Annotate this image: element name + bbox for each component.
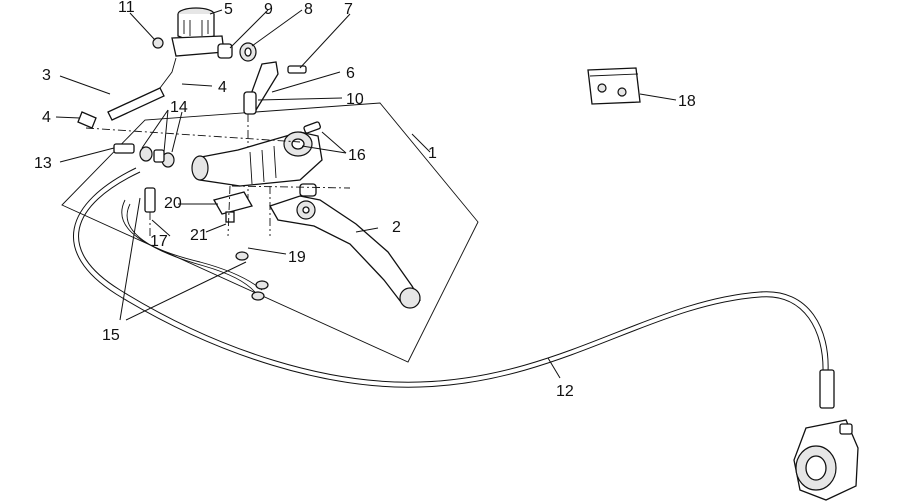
callout-8: 8 (304, 1, 313, 18)
clutch-lever (227, 183, 421, 309)
callout-13: 13 (34, 155, 52, 172)
callout-6: 6 (346, 65, 355, 82)
clutch-hose (73, 167, 829, 388)
leader-lines (55, 9, 677, 379)
callout-2: 2 (392, 219, 401, 236)
callout-4-upper: 4 (218, 79, 227, 96)
callout-3: 3 (42, 67, 51, 84)
callout-17: 17 (150, 233, 168, 250)
reservoir-hose (107, 57, 177, 121)
assembly-group-outline (61, 102, 479, 363)
callout-19: 19 (288, 249, 306, 266)
callout-15: 15 (102, 327, 120, 344)
reservoir-fittings (152, 37, 307, 74)
callout-1: 1 (428, 145, 437, 162)
callout-5: 5 (224, 1, 233, 18)
banjo-fittings (77, 111, 301, 168)
callout-16: 16 (348, 147, 366, 164)
callout-10: 10 (346, 91, 364, 108)
callout-11: 11 (118, 0, 135, 16)
callout-labels: 11 5 9 8 7 3 4 6 4 10 14 16 1 13 18 20 2… (34, 0, 696, 400)
fluid-reservoir (171, 7, 225, 57)
callout-20: 20 (164, 195, 182, 212)
slave-cylinder (793, 369, 859, 501)
callout-7: 7 (344, 1, 353, 18)
callout-4-lower: 4 (42, 109, 51, 126)
callout-14: 14 (170, 99, 188, 116)
callout-9: 9 (264, 1, 273, 18)
mounting-bracket (243, 61, 279, 210)
callout-12: 12 (556, 383, 574, 400)
master-cylinder (191, 121, 323, 187)
clutch-switch (121, 187, 269, 301)
callout-18: 18 (678, 93, 696, 110)
callout-21: 21 (190, 227, 208, 244)
repair-kit-bag (587, 67, 641, 105)
